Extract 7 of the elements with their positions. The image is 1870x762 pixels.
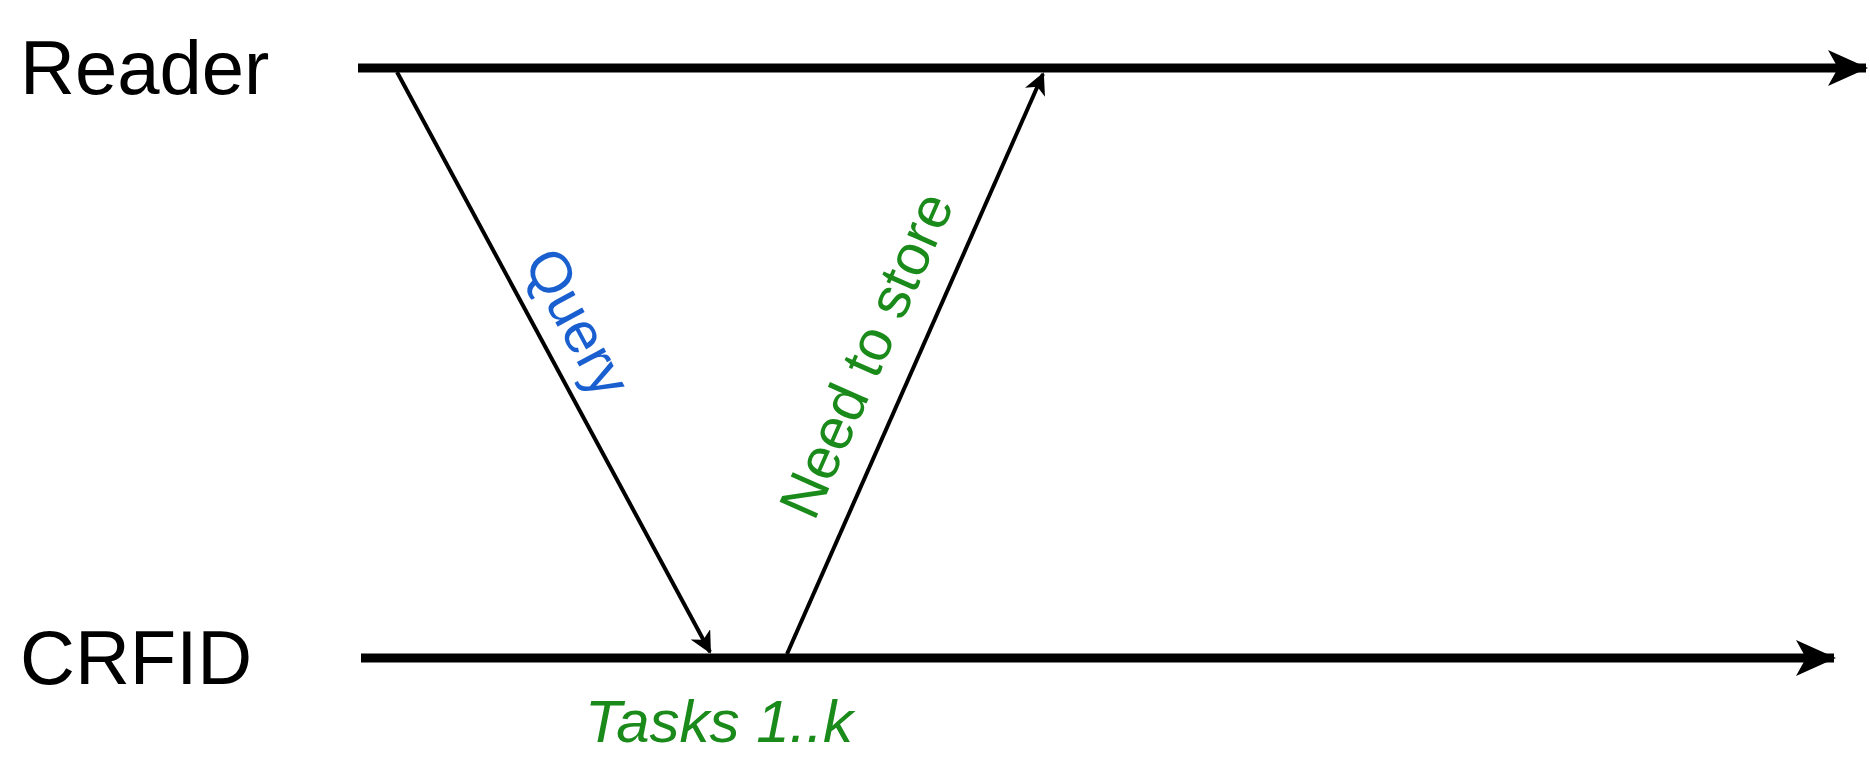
lifeline-label: CRFID: [20, 620, 253, 696]
task-label: Tasks 1..k: [585, 692, 853, 752]
message-arrow: [395, 71, 712, 654]
edge-label: Need to store: [769, 184, 963, 526]
lifeline-label: Reader: [20, 30, 270, 106]
edge-label: Query: [515, 238, 641, 406]
message-arrow: [785, 72, 1045, 655]
